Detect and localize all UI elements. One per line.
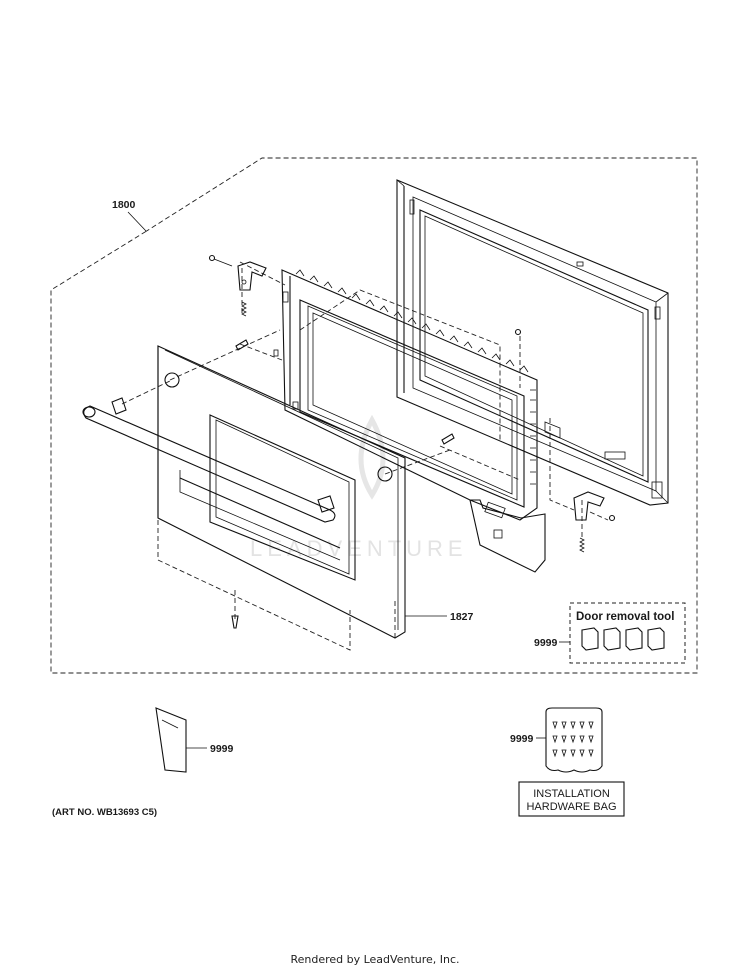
upper-hinge-screw — [208, 254, 233, 267]
callout-1800-leader — [127, 211, 147, 232]
door-removal-tool-icon — [581, 627, 665, 651]
callout-1800: 1800 — [112, 199, 136, 211]
door-removal-tool-box: Door removal tool — [569, 602, 686, 664]
lower-hinge-screw — [608, 514, 616, 522]
door-inner-frame — [273, 269, 546, 573]
footer-credit: Rendered by LeadVenture, Inc. — [290, 953, 460, 966]
hardware-bag-label-box — [518, 781, 625, 817]
callout-1827: 1827 — [450, 611, 474, 623]
door-outer-panel — [157, 345, 406, 639]
bottom-screw — [231, 615, 239, 629]
hardware-bag-label-line2: HARDWARE BAG — [526, 801, 616, 813]
hardware-bag-label-line1: INSTALLATION — [533, 788, 610, 800]
literature-envelope-icon — [155, 707, 187, 773]
panel-screw-left — [235, 339, 249, 351]
alignment-lines — [121, 261, 609, 651]
door-assembly-boundary — [50, 157, 698, 674]
lower-hinge — [573, 491, 605, 521]
callout-tool-9999: 9999 — [534, 637, 558, 649]
door-handle — [82, 397, 336, 523]
art-number: (ART NO. WB13693 C5) — [52, 807, 157, 818]
frame-screw — [514, 328, 522, 336]
upper-hinge — [237, 261, 267, 291]
callout-literature-9999: 9999 — [210, 743, 234, 755]
panel-screw-mid — [441, 433, 455, 445]
hardware-bag-icon — [545, 707, 603, 773]
door-back-frame — [396, 179, 669, 506]
watermark-text: LEADVENTURE — [250, 536, 468, 561]
door-removal-tool-title: Door removal tool — [576, 611, 674, 623]
watermark: LEADVENTURE — [250, 414, 468, 561]
callout-hardware-9999: 9999 — [510, 733, 534, 745]
upper-spring — [241, 301, 247, 317]
lower-spring — [579, 537, 585, 553]
